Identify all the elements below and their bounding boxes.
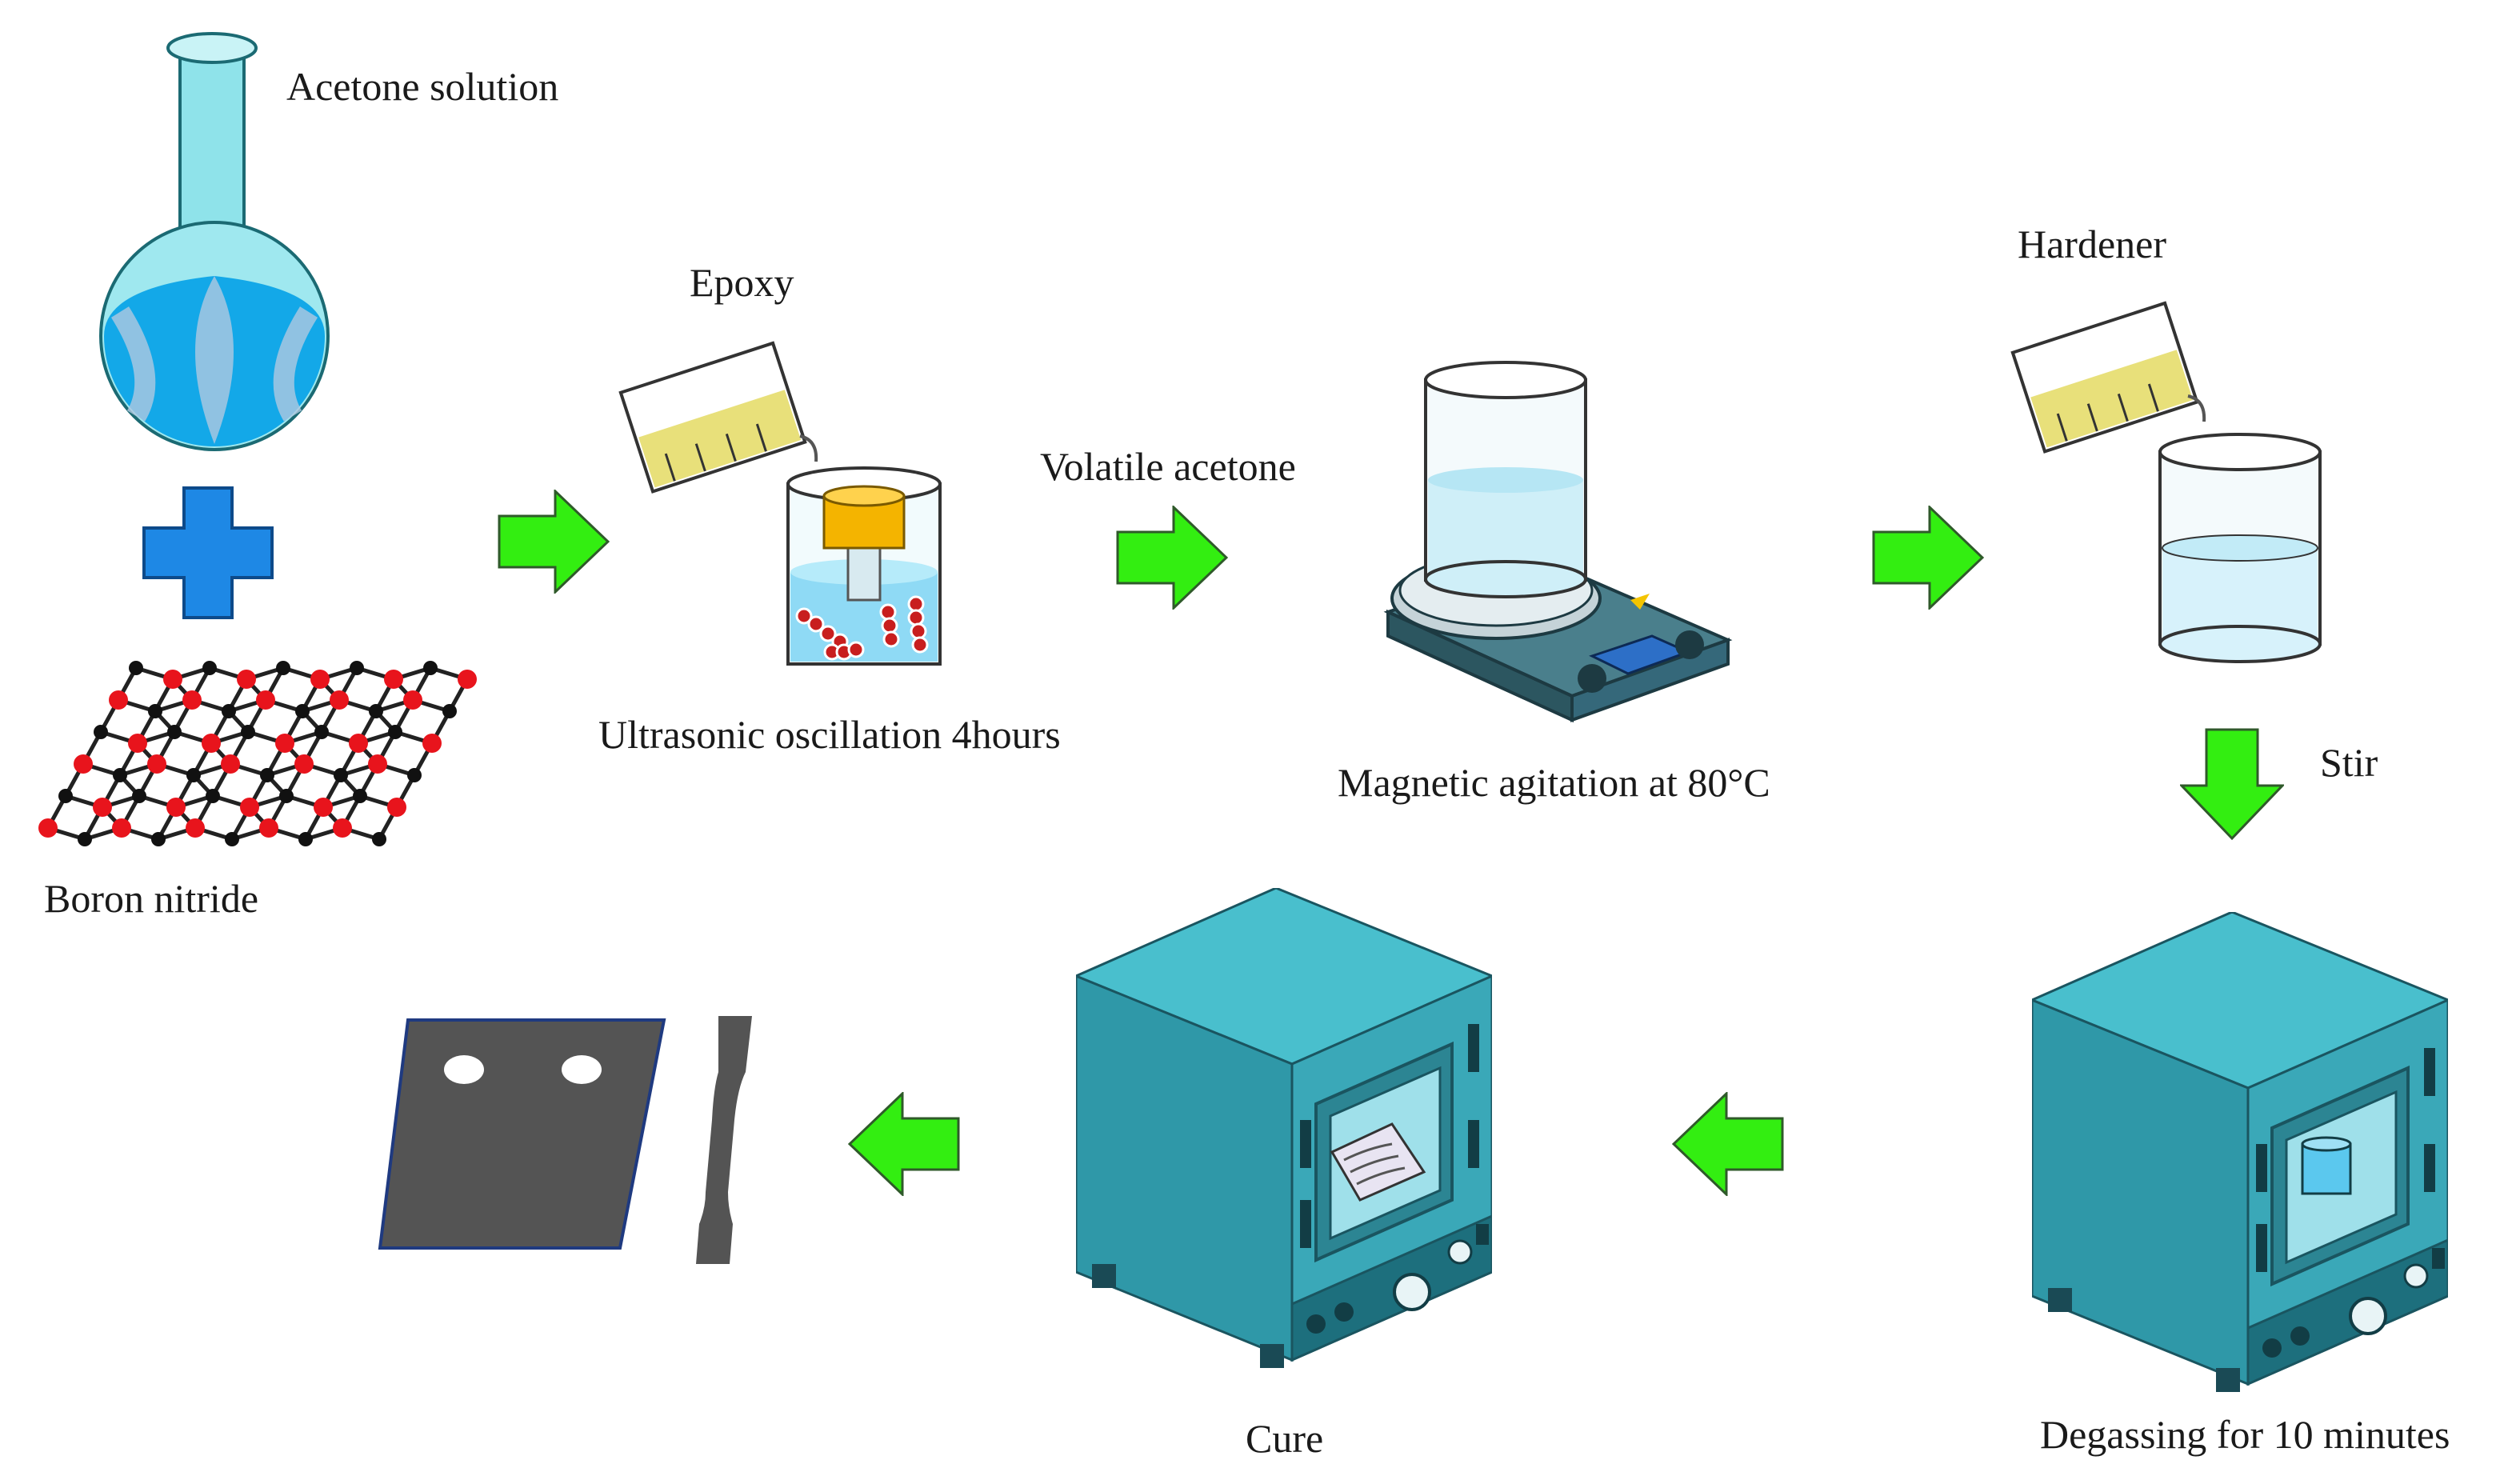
nitrogen-atom xyxy=(113,768,127,782)
beaker-icon xyxy=(2301,1136,2352,1195)
nitrogen-atom xyxy=(314,725,329,739)
nitrogen-atom xyxy=(334,768,348,782)
nitrogen-atom xyxy=(58,789,73,803)
boron-atom xyxy=(109,690,128,710)
plus-icon xyxy=(142,486,274,619)
boron-atom xyxy=(349,734,368,753)
boron-atom xyxy=(74,754,93,774)
nitrogen-atom xyxy=(295,704,310,718)
boron-atom xyxy=(403,690,422,710)
boron-atom xyxy=(182,690,202,710)
label-magnetic: Magnetic agitation at 80°C xyxy=(1338,760,1770,805)
label-boron-nitride: Boron nitride xyxy=(44,876,258,921)
nitrogen-atom xyxy=(222,704,236,718)
nitrogen-atom xyxy=(407,768,422,782)
nitrogen-atom xyxy=(129,661,143,675)
nitrogen-atom xyxy=(298,832,313,846)
boron-atom xyxy=(237,670,256,689)
magnetic-stirrer-icon xyxy=(1383,361,1733,723)
label-volatile-acetone: Volatile acetone xyxy=(1040,444,1296,489)
boron-atom xyxy=(38,818,58,838)
arrow-icon xyxy=(1672,1092,1784,1196)
curing-oven-icon xyxy=(1076,888,1492,1368)
arrow-icon xyxy=(1872,506,1984,610)
boron-atom xyxy=(256,690,275,710)
nitrogen-atom xyxy=(94,725,108,739)
nitrogen-atom xyxy=(151,832,166,846)
nitrogen-atom xyxy=(279,789,294,803)
label-degassing: Degassing for 10 minutes xyxy=(2040,1412,2450,1457)
boron-atom xyxy=(333,818,352,838)
label-stir: Stir xyxy=(2320,740,2378,785)
vacuum-oven-icon xyxy=(2032,912,2448,1392)
arrow-icon xyxy=(848,1092,960,1196)
boron-atom xyxy=(368,754,387,774)
arrow-icon xyxy=(1116,506,1228,610)
pouring-beaker-icon xyxy=(2010,301,2199,454)
arrow-icon xyxy=(498,490,610,594)
boron-atom xyxy=(240,798,259,817)
nitrogen-atom xyxy=(350,661,364,675)
boron-atom xyxy=(186,818,205,838)
boron-atom xyxy=(310,670,330,689)
nitrogen-atom xyxy=(353,789,367,803)
nitrogen-atom xyxy=(225,832,239,846)
boron-atom xyxy=(330,690,349,710)
label-acetone-solution: Acetone solution xyxy=(286,64,558,109)
pouring-beaker-icon xyxy=(618,341,807,494)
boron-atom xyxy=(387,798,406,817)
boron-atom xyxy=(384,670,403,689)
nitrogen-atom xyxy=(206,789,220,803)
nitrogen-atom xyxy=(241,725,255,739)
nitrogen-atom xyxy=(442,704,457,718)
nitrogen-atom xyxy=(132,789,146,803)
boron-atom xyxy=(458,670,477,689)
flask-icon xyxy=(99,32,330,451)
nitrogen-atom xyxy=(167,725,182,739)
boron-atom xyxy=(314,798,333,817)
nitrogen-atom xyxy=(186,768,201,782)
boron-atom xyxy=(422,734,442,753)
boron-atom xyxy=(147,754,166,774)
tensile-specimen-icon xyxy=(696,1016,752,1264)
test-specimen-icon xyxy=(378,1018,666,1250)
boron-atom xyxy=(128,734,147,753)
boron-atom xyxy=(259,818,278,838)
boron-atom xyxy=(112,818,131,838)
nitrogen-atom xyxy=(369,704,383,718)
ultrasonic-beaker-icon xyxy=(786,466,942,666)
boron-atom xyxy=(221,754,240,774)
label-epoxy: Epoxy xyxy=(690,260,794,305)
boron-atom xyxy=(294,754,314,774)
nitrogen-atom xyxy=(148,704,162,718)
boron-nitride-lattice-icon xyxy=(38,661,477,846)
nitrogen-atom xyxy=(78,832,92,846)
nitrogen-atom xyxy=(372,832,386,846)
nitrogen-atom xyxy=(202,661,217,675)
boron-atom xyxy=(163,670,182,689)
label-ultrasonic: Ultrasonic oscillation 4hours xyxy=(598,712,1061,757)
label-hardener: Hardener xyxy=(2018,222,2166,266)
nitrogen-atom xyxy=(260,768,274,782)
mold-tray-icon xyxy=(1330,1122,1426,1202)
label-cure: Cure xyxy=(1246,1416,1323,1461)
boron-atom xyxy=(93,798,112,817)
boron-atom xyxy=(275,734,294,753)
arrow-icon xyxy=(2180,728,2284,840)
nitrogen-atom xyxy=(276,661,290,675)
boron-atom xyxy=(166,798,186,817)
nitrogen-atom xyxy=(423,661,438,675)
nitrogen-atom xyxy=(388,725,402,739)
boron-atom xyxy=(202,734,221,753)
beaker-icon xyxy=(2158,433,2322,663)
